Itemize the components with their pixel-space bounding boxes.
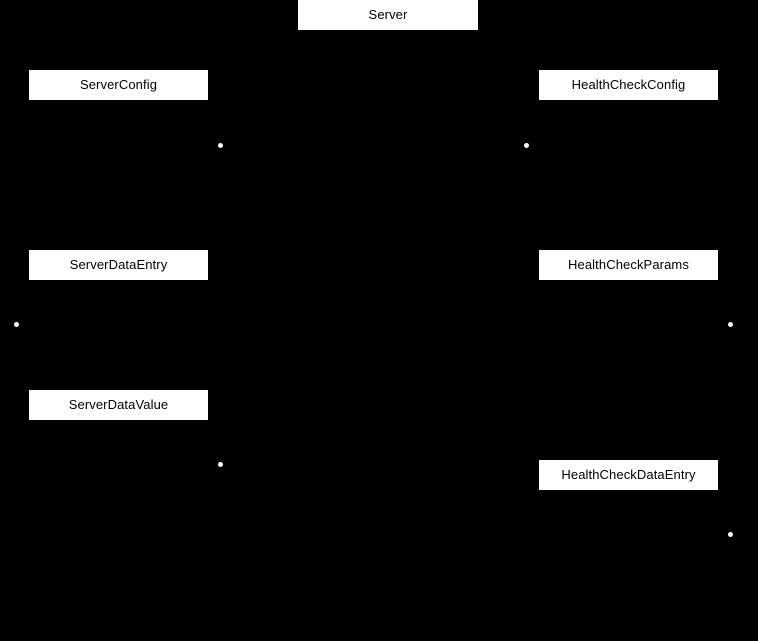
class-node-label: HealthCheckDataEntry [561,467,696,482]
connector-endpoint-dot-3 [14,322,19,327]
class-node-health-check-data-entry[interactable]: HealthCheckDataEntry [539,460,718,490]
connector-endpoint-dot-2 [524,143,529,148]
class-node-label: HealthCheckConfig [571,77,686,92]
class-node-label: Server [368,7,408,22]
connector-endpoint-dot-5 [218,462,223,467]
class-node-server[interactable]: Server [298,0,478,30]
class-node-health-check-config[interactable]: HealthCheckConfig [539,70,718,100]
class-node-label: HealthCheckParams [568,257,689,272]
class-node-label: ServerConfig [79,77,158,92]
class-node-label: ServerDataValue [68,397,169,412]
class-node-health-check-params[interactable]: HealthCheckParams [539,250,718,280]
class-node-label: ServerDataEntry [69,257,168,272]
connector-endpoint-dot-6 [728,532,733,537]
class-node-server-config[interactable]: ServerConfig [29,70,208,100]
class-node-server-data-value[interactable]: ServerDataValue [29,390,208,420]
class-node-server-data-entry[interactable]: ServerDataEntry [29,250,208,280]
connector-endpoint-dot-1 [218,143,223,148]
connector-endpoint-dot-4 [728,322,733,327]
